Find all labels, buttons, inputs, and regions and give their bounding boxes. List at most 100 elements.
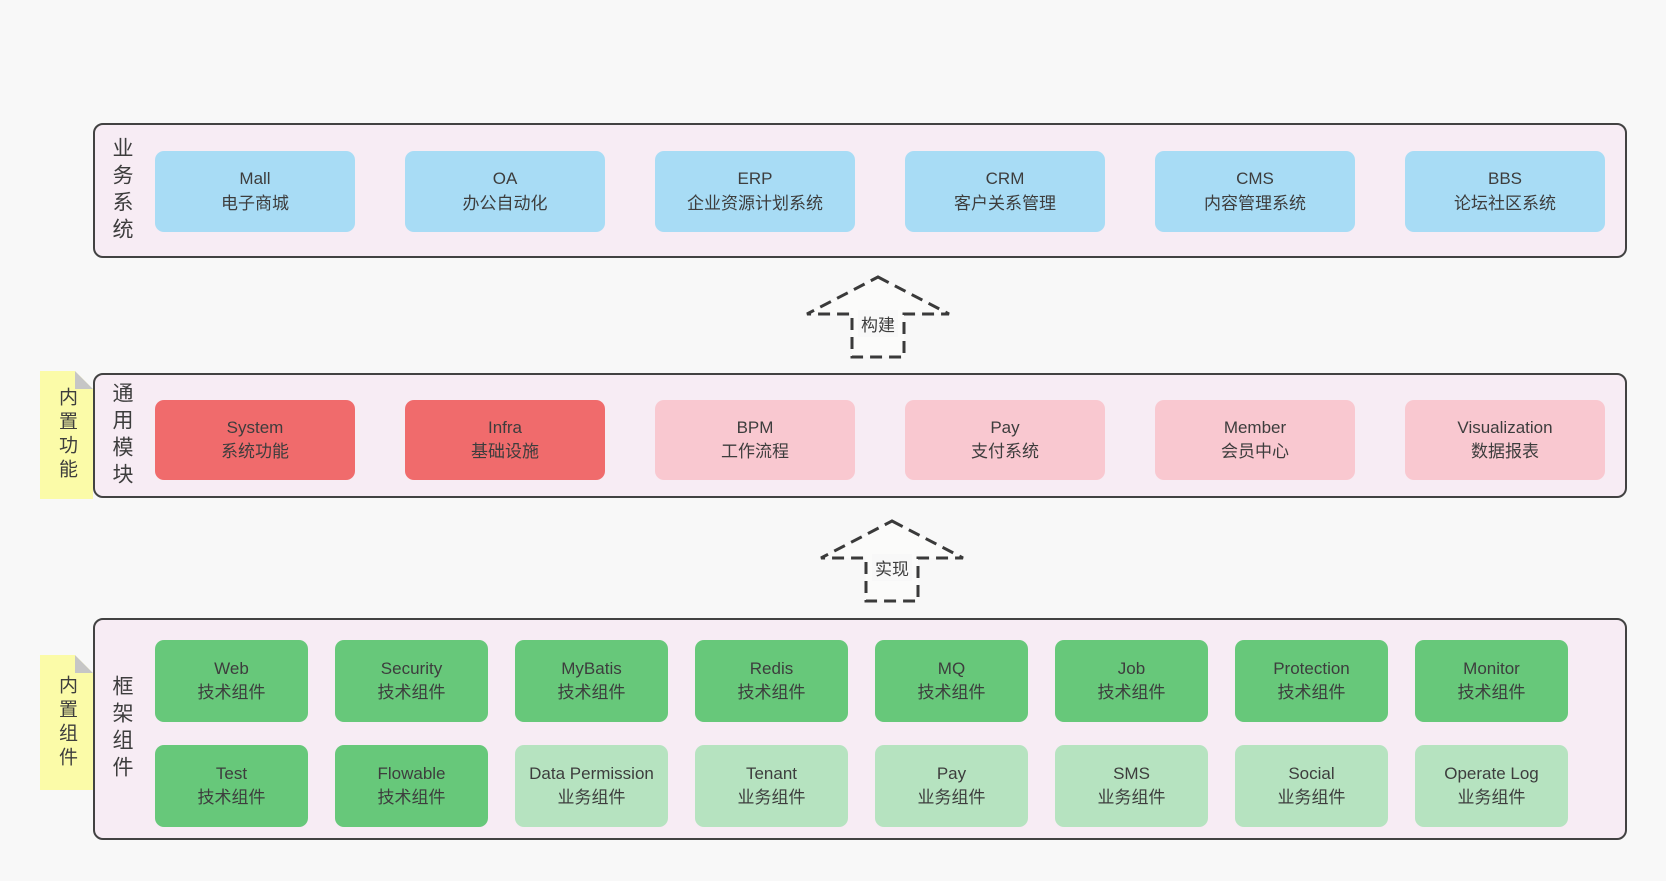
box-mq: MQ 技术组件 (875, 640, 1028, 722)
box-title: BBS (1487, 169, 1523, 189)
box-title: BPM (736, 417, 774, 437)
box-test: Test 技术组件 (155, 745, 308, 827)
box-flowable: Flowable 技术组件 (335, 745, 488, 827)
box-social: Social 业务组件 (1235, 745, 1388, 827)
box-bpm: BPM 工作流程 (655, 400, 855, 480)
box-title: Data Permission (529, 763, 654, 783)
box-subtitle: 办公自动化 (462, 193, 548, 213)
box-subtitle: 技术组件 (1277, 683, 1346, 702)
box-job: Job 技术组件 (1055, 640, 1208, 722)
box-subtitle: 技术组件 (1097, 683, 1166, 702)
box-title: Tenant (745, 763, 798, 783)
arrow-implement: 实现 (819, 518, 965, 604)
box-pay: Pay 支付系统 (905, 400, 1105, 480)
layer-business-systems-label: 业务系统 (110, 136, 133, 245)
box-subtitle: 客户关系管理 (954, 193, 1056, 213)
box-title: Visualization (1457, 417, 1553, 437)
layer-common-modules-label: 通用模块 (110, 381, 133, 490)
box-member: Member 会员中心 (1155, 400, 1355, 480)
box-subtitle: 业务组件 (1097, 788, 1166, 807)
box-subtitle: 系统功能 (221, 442, 289, 461)
box-subtitle: 内容管理系统 (1204, 193, 1306, 213)
box-title: SMS (1113, 763, 1150, 783)
layer-business-systems: 业务系统 Mall 电子商城 OA 办公自动化 ERP 企业资源计划系统 CRM 客户关系管理… (93, 123, 1627, 258)
box-subtitle: 技术组件 (917, 683, 986, 702)
box-subtitle: 技术组件 (557, 683, 626, 702)
note-built-in-features-label: 内置功能 (56, 387, 77, 483)
business-box-row: Mall 电子商城 OA 办公自动化 ERP 企业资源计划系统 CRM 客户关系管理 CMS 内容… (155, 151, 1605, 232)
box-bbs: BBS 论坛社区系统 (1405, 151, 1605, 232)
box-infra: Infra 基础设施 (405, 400, 605, 480)
box-subtitle: 业务组件 (917, 788, 986, 807)
arrow-build: 构建 (805, 274, 951, 360)
box-title: OA (492, 169, 518, 189)
box-title: Security (380, 658, 443, 678)
box-title: Redis (749, 658, 794, 678)
box-subtitle: 业务组件 (1277, 788, 1346, 807)
box-cms: CMS 内容管理系统 (1155, 151, 1355, 232)
box-oa: OA 办公自动化 (405, 151, 605, 232)
box-subtitle: 企业资源计划系统 (687, 193, 823, 213)
box-title: Social (1288, 763, 1335, 783)
box-mall: Mall 电子商城 (155, 151, 355, 232)
box-title: ERP (737, 169, 773, 189)
box-title: Pay (990, 417, 1020, 437)
box-crm: CRM 客户关系管理 (905, 151, 1105, 232)
box-subtitle: 技术组件 (1457, 683, 1526, 702)
box-visualization: Visualization 数据报表 (1405, 400, 1605, 480)
box-sms: SMS 业务组件 (1055, 745, 1208, 827)
box-system: System 系统功能 (155, 400, 355, 480)
box-title: System (226, 417, 284, 437)
box-subtitle: 会员中心 (1221, 442, 1289, 461)
box-title: CRM (985, 169, 1025, 189)
box-tenant: Tenant 业务组件 (695, 745, 848, 827)
box-subtitle: 技术组件 (377, 788, 446, 807)
box-monitor: Monitor 技术组件 (1415, 640, 1568, 722)
box-title: Infra (487, 417, 523, 437)
box-subtitle: 论坛社区系统 (1454, 193, 1556, 213)
box-subtitle: 技术组件 (197, 788, 266, 807)
box-title: Member (1223, 417, 1287, 437)
box-title: Flowable (377, 763, 446, 783)
layer-common-modules: 通用模块 System 系统功能 Infra 基础设施 BPM 工作流程 Pay 支付系统 Me… (93, 373, 1627, 498)
box-title: Monitor (1463, 658, 1520, 678)
box-title: Operate Log (1444, 763, 1539, 783)
layer-framework-components-label: 框架组件 (110, 675, 133, 783)
box-subtitle: 基础设施 (471, 442, 539, 461)
box-data-permission: Data Permission 业务组件 (515, 745, 668, 827)
box-subtitle: 电子商城 (221, 193, 289, 213)
box-title: MyBatis (561, 658, 622, 678)
box-operate-log: Operate Log 业务组件 (1415, 745, 1568, 827)
box-subtitle: 业务组件 (1457, 788, 1526, 807)
box-title: Protection (1273, 658, 1350, 678)
box-subtitle: 数据报表 (1471, 442, 1539, 461)
note-built-in-components-label: 内置组件 (56, 674, 77, 771)
box-title: Pay (936, 763, 967, 783)
box-subtitle: 业务组件 (737, 788, 806, 807)
note-built-in-components: 内置组件 (40, 655, 93, 790)
box-redis: Redis 技术组件 (695, 640, 848, 722)
box-title: Job (1117, 658, 1146, 678)
box-subtitle: 技术组件 (737, 683, 806, 702)
box-pay: Pay 业务组件 (875, 745, 1028, 827)
box-title: CMS (1236, 169, 1274, 189)
box-subtitle: 工作流程 (721, 442, 789, 461)
box-mybatis: MyBatis 技术组件 (515, 640, 668, 722)
note-built-in-features: 内置功能 (40, 371, 93, 499)
box-erp: ERP 企业资源计划系统 (655, 151, 855, 232)
arrow-implement-label: 实现 (872, 554, 912, 581)
box-title: MQ (937, 658, 966, 678)
modules-box-row: System 系统功能 Infra 基础设施 BPM 工作流程 Pay 支付系统 Member 会… (155, 400, 1605, 480)
box-protection: Protection 技术组件 (1235, 640, 1388, 722)
box-title: Test (215, 763, 248, 783)
arrow-build-label: 构建 (858, 310, 898, 337)
box-title: Mall (239, 169, 271, 189)
box-title: Web (214, 658, 249, 678)
box-subtitle: 支付系统 (971, 442, 1039, 461)
box-subtitle: 业务组件 (557, 788, 626, 807)
